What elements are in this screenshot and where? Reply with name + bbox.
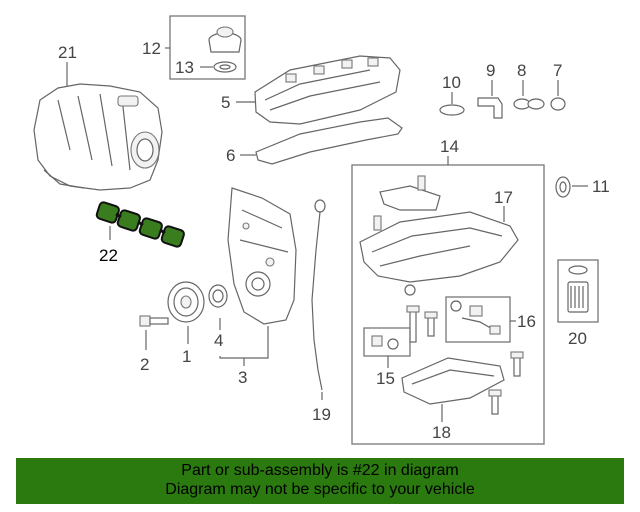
callout-3: 3 (238, 368, 247, 387)
plug-part-10 (439, 104, 465, 116)
intake-manifold-part (33, 83, 163, 191)
oil-pan-group-box (351, 164, 545, 445)
seal-part-8 (513, 98, 545, 110)
crank-seal-part (208, 284, 228, 308)
callout-2: 2 (140, 355, 149, 374)
callout-9: 9 (486, 61, 495, 80)
oil-filter-part (567, 265, 589, 313)
callout-15: 15 (376, 369, 395, 388)
leader-3 (219, 326, 269, 366)
dipstick-part (311, 199, 326, 391)
callout-22: 22 (99, 246, 118, 265)
seal-part-11 (555, 176, 571, 198)
callout-10: 10 (442, 73, 461, 92)
pan-bolts-part (406, 305, 524, 415)
oil-filter-box (557, 259, 599, 323)
callout-18: 18 (432, 423, 451, 442)
callout-13: 13 (175, 58, 194, 77)
oil-level-sensor-part (450, 300, 501, 335)
banner-line-1: Part or sub-assembly is #22 in diagram (181, 462, 459, 479)
lower-oil-pan-part (401, 357, 505, 405)
timing-cover-part (227, 187, 297, 325)
callout-1: 1 (182, 347, 191, 366)
crank-pulley-part (167, 281, 205, 323)
plug-part-7 (550, 97, 566, 111)
intake-gasket-part (95, 201, 185, 248)
callout-21: 21 (58, 43, 77, 62)
callout-11: 11 (592, 177, 610, 196)
banner-line-2: Diagram may not be specific to your vehi… (165, 481, 475, 498)
drain-plug-part (371, 335, 399, 350)
callout-4: 4 (214, 331, 223, 350)
pulley-bolt-part (139, 315, 169, 327)
info-banner: Part or sub-assembly is #22 in diagram D… (16, 458, 624, 504)
hose-part-9 (477, 97, 503, 119)
callout-7: 7 (553, 61, 562, 80)
lower-pan-rib (411, 369, 495, 385)
callout-20: 20 (568, 329, 587, 348)
oil-filler-cap-part (208, 26, 242, 73)
callout-17: 17 (494, 188, 513, 207)
sensor-group-box (445, 296, 511, 343)
valve-cover-part (254, 55, 401, 125)
callout-16: 16 (517, 312, 536, 331)
upper-oil-pan-part (359, 175, 519, 296)
callout-6: 6 (226, 146, 235, 165)
valve-cover-gasket-part (255, 117, 403, 165)
drain-plug-box (363, 327, 411, 357)
callout-14: 14 (440, 137, 459, 156)
callout-8: 8 (517, 61, 526, 80)
callout-5: 5 (221, 93, 230, 112)
callout-12: 12 (142, 39, 161, 58)
callout-19: 19 (312, 405, 331, 424)
